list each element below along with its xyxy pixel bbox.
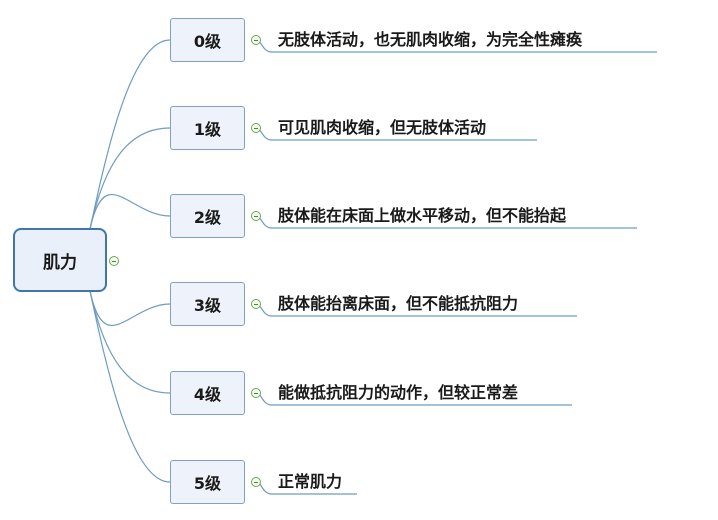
grade-collapse-icon[interactable] (251, 477, 261, 487)
grade-collapse-icon[interactable] (251, 123, 261, 133)
grade-node-2[interactable]: 2级 (170, 194, 245, 238)
root-link-2 (89, 194, 171, 230)
grade-collapse-icon[interactable] (251, 211, 261, 221)
grade-collapse-icon[interactable] (251, 299, 261, 309)
root-topic[interactable]: 肌力 (13, 228, 107, 292)
grade-node-3[interactable]: 3级 (170, 282, 245, 326)
grade-collapse-icon[interactable] (251, 388, 261, 398)
root-collapse-icon[interactable] (109, 256, 119, 266)
grade-label: 3级 (193, 296, 222, 315)
root-topic-label: 肌力 (43, 252, 77, 273)
grade-node-5[interactable]: 5级 (170, 460, 245, 504)
root-link-4 (89, 290, 171, 394)
grade-collapse-icon[interactable] (251, 35, 261, 45)
grade-label: 1级 (193, 120, 222, 139)
root-link-5 (89, 290, 171, 483)
grade-description[interactable]: 无肢体活动，也无肌肉收缩，为完全性瘫痪 (278, 30, 583, 49)
grade-node-1[interactable]: 1级 (170, 106, 245, 150)
grade-description[interactable]: 正常肌力 (278, 472, 343, 491)
grade-label: 5级 (193, 474, 222, 493)
root-link-3 (89, 290, 171, 326)
root-link-1 (89, 127, 171, 230)
grade-node-4[interactable]: 4级 (170, 371, 245, 415)
grade-description[interactable]: 肢体能在床面上做水平移动，但不能抬起 (278, 206, 567, 225)
grade-description[interactable]: 肢体能抬离床面，但不能抵抗阻力 (278, 294, 519, 313)
root-link-0 (89, 39, 171, 230)
grade-description[interactable]: 能做抵抗阻力的动作，但较正常差 (278, 383, 519, 402)
grade-label: 0级 (193, 32, 222, 51)
grade-label: 2级 (193, 208, 222, 227)
grade-description[interactable]: 可见肌肉收缩，但无肢体活动 (278, 118, 487, 137)
grade-label: 4级 (193, 385, 222, 404)
grade-node-0[interactable]: 0级 (170, 18, 245, 62)
